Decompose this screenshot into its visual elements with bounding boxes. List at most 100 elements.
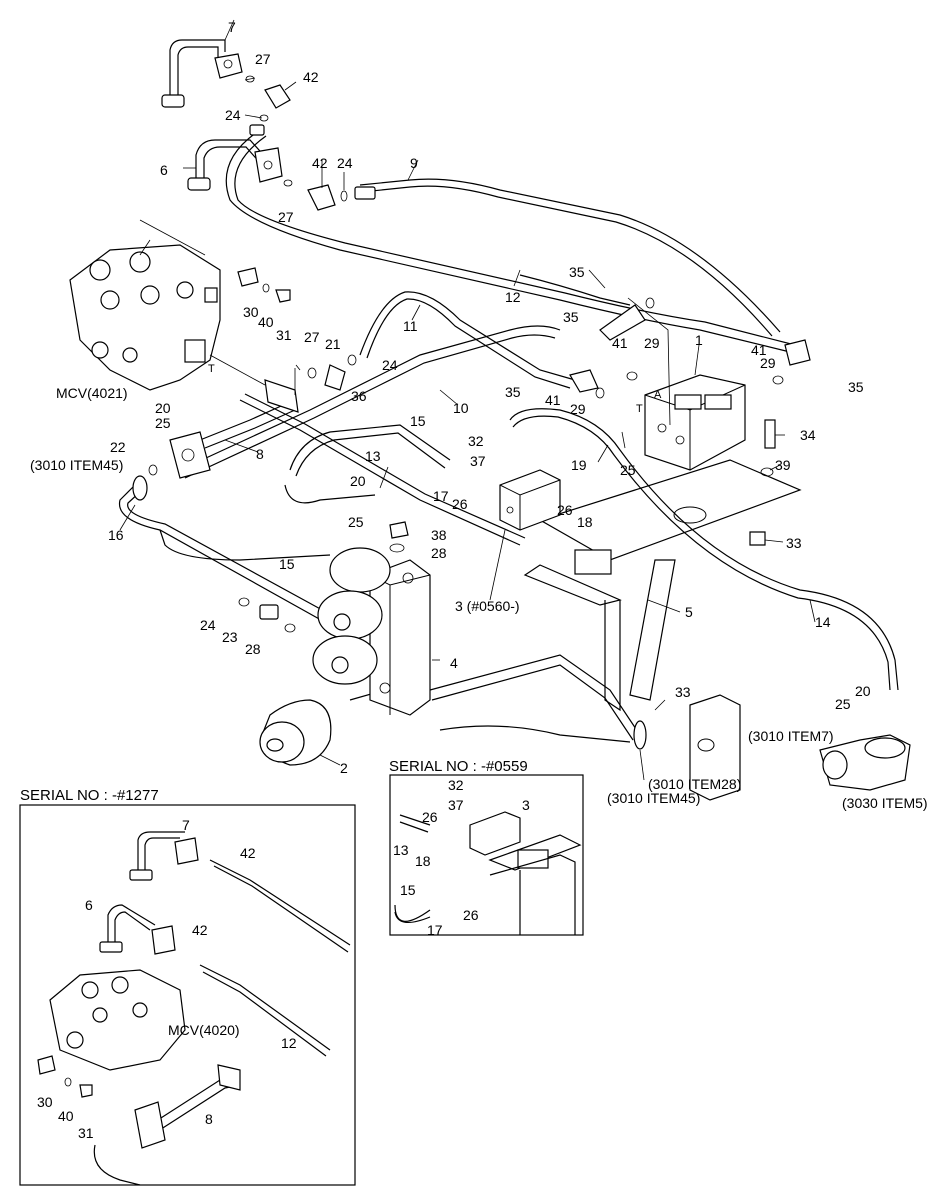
callout-36: 36 xyxy=(351,388,367,404)
callout-10: 10 xyxy=(453,400,469,416)
callout-34: 34 xyxy=(800,427,816,443)
callout-28a: 28 xyxy=(431,545,447,561)
inset-1277-42a: 42 xyxy=(240,845,256,861)
callout-35c: 35 xyxy=(848,379,864,395)
callout-4: 4 xyxy=(450,655,458,671)
callout-42a: 42 xyxy=(303,69,319,85)
callout-24a: 24 xyxy=(225,107,241,123)
callout-7: 7 xyxy=(228,19,236,35)
callout-35a: 35 xyxy=(569,264,585,280)
mcv-valve-block xyxy=(69,244,221,391)
label-item7: (3010 ITEM7) xyxy=(748,728,834,744)
callout-27a: 27 xyxy=(255,51,271,67)
inset-0559: SERIAL NO : -#0559 32 37 3 26 13 18 15 1… xyxy=(389,758,584,938)
inset-0559-26b: 26 xyxy=(463,907,479,923)
callout-26a: 26 xyxy=(452,496,468,512)
manifold-block-4 xyxy=(259,547,431,766)
callout-29a: 29 xyxy=(644,335,660,351)
callout-23: 23 xyxy=(222,629,238,645)
inset-0559-17: 17 xyxy=(427,922,443,938)
callout-39: 39 xyxy=(775,457,791,473)
callout-3: 3 (#0560-) xyxy=(455,598,520,614)
port-t-mcv: T xyxy=(208,363,215,375)
callout-29c: 29 xyxy=(570,401,586,417)
callout-6: 6 xyxy=(160,162,168,178)
inset-1277-12: 12 xyxy=(281,1035,297,1051)
callout-27b: 27 xyxy=(278,209,294,225)
small-fittings xyxy=(148,297,811,633)
flange-8 xyxy=(169,379,299,479)
callout-37: 37 xyxy=(470,453,486,469)
valve-block-1 xyxy=(644,374,746,471)
label-item5: (3030 ITEM5) xyxy=(842,795,928,811)
callout-30: 30 xyxy=(243,304,259,320)
callout-29b: 29 xyxy=(760,355,776,371)
callout-41b: 41 xyxy=(751,342,767,358)
callout-20c: 20 xyxy=(855,683,871,699)
inset-0559-32: 32 xyxy=(448,777,464,793)
item7-block xyxy=(689,694,741,801)
callout-24c: 24 xyxy=(382,357,398,373)
callout-11: 11 xyxy=(403,318,418,334)
leader-lines xyxy=(119,19,816,781)
callout-31: 31 xyxy=(276,327,292,343)
callout-13: 13 xyxy=(365,448,381,464)
callout-20b: 20 xyxy=(350,473,366,489)
inset-1277-7: 7 xyxy=(182,817,190,833)
main-callouts: 7 27 42 24 6 42 24 9 27 35 12 30 40 31 2… xyxy=(30,19,928,811)
inset-1277-title: SERIAL NO : -#1277 xyxy=(20,787,159,804)
callout-25d: 25 xyxy=(835,696,851,712)
inset-0559-title: SERIAL NO : -#0559 xyxy=(389,758,528,775)
callout-15a: 15 xyxy=(410,413,426,429)
callout-8: 8 xyxy=(256,446,264,462)
inset-0559-3: 3 xyxy=(522,797,530,813)
inset-1277-8: 8 xyxy=(205,1111,213,1127)
inset-0559-15: 15 xyxy=(400,882,416,898)
callout-35d: 35 xyxy=(505,384,521,400)
callout-22: 22 xyxy=(110,439,126,455)
callout-18: 18 xyxy=(577,514,593,530)
callout-19: 19 xyxy=(571,457,587,473)
valve-3 xyxy=(499,469,561,531)
inset-1277-mcv: MCV(4020) xyxy=(168,1022,240,1038)
callout-17: 17 xyxy=(433,488,449,504)
label-item45-bottom: (3010 ITEM45) xyxy=(607,790,700,806)
label-mcv4021: MCV(4021) xyxy=(56,385,128,401)
callout-12: 12 xyxy=(505,289,521,305)
inset-1277-6: 6 xyxy=(85,897,93,913)
callout-41c: 41 xyxy=(545,392,561,408)
callout-14: 14 xyxy=(815,614,831,630)
inset-1277-40: 40 xyxy=(58,1108,74,1124)
label-item28: (3010 ITEM28) xyxy=(648,776,741,792)
port-a: A xyxy=(654,389,662,401)
callout-21: 21 xyxy=(325,336,341,352)
callout-27c: 27 xyxy=(304,329,320,345)
callout-28b: 28 xyxy=(245,641,261,657)
callout-9: 9 xyxy=(410,155,418,171)
item45-flange xyxy=(132,475,647,750)
inset-0559-13: 13 xyxy=(393,842,409,858)
bracket-plate xyxy=(523,459,802,712)
callout-26b: 26 xyxy=(557,502,573,518)
callout-5: 5 xyxy=(685,604,693,620)
callout-33a: 33 xyxy=(786,535,802,551)
callout-32: 32 xyxy=(468,433,484,449)
callout-24b: 24 xyxy=(337,155,353,171)
item5-fitting xyxy=(819,734,911,791)
callout-35b: 35 xyxy=(563,309,579,325)
fittings-top xyxy=(161,53,376,303)
callout-1: 1 xyxy=(695,332,703,348)
port-t: T xyxy=(636,403,643,415)
callout-41a: 41 xyxy=(612,335,628,351)
callout-33b: 33 xyxy=(675,684,691,700)
pipe-lines xyxy=(118,39,899,743)
callout-38: 38 xyxy=(431,527,447,543)
callout-2: 2 xyxy=(340,760,348,776)
callout-15b: 15 xyxy=(279,556,295,572)
callout-42b: 42 xyxy=(312,155,328,171)
callout-24d: 24 xyxy=(200,617,216,633)
inset-0559-37: 37 xyxy=(448,797,464,813)
callout-40: 40 xyxy=(258,314,274,330)
label-item45-top: (3010 ITEM45) xyxy=(30,457,123,473)
